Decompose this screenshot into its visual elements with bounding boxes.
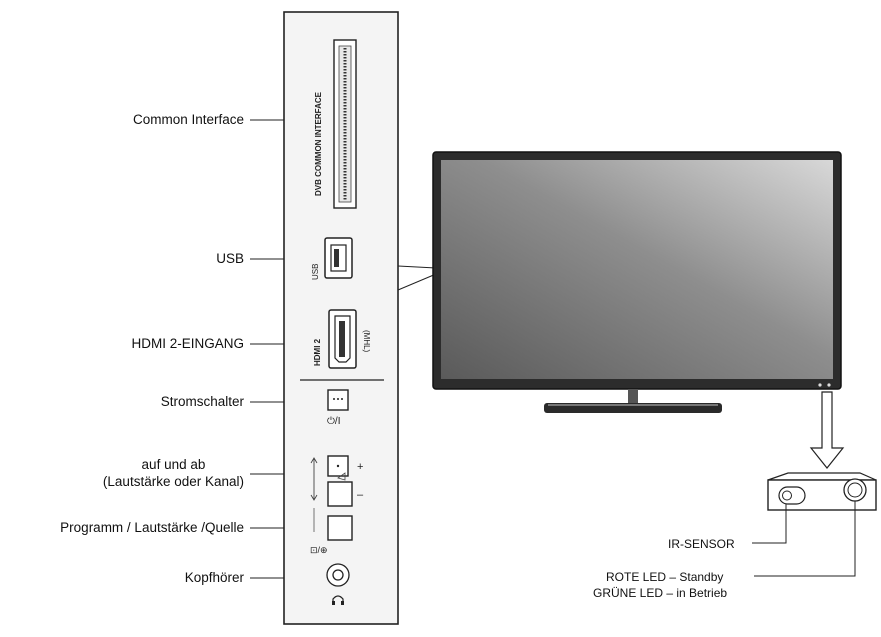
power-symbol: ⏻/I <box>327 416 340 427</box>
label-program-volume-source: Programm / Lautstärke /Quelle <box>60 520 244 535</box>
label-ir-sensor: IR-SENSOR <box>668 537 735 551</box>
tv-screen <box>441 160 833 379</box>
up-down-buttons[interactable]: + – <box>310 455 364 507</box>
leader-lines-right <box>752 501 856 577</box>
sensor-module <box>767 472 877 511</box>
dvb-slot-text: DVB COMMON INTERFACE <box>314 91 323 196</box>
mhl-text: (MHL) <box>362 330 371 353</box>
label-power-switch: Stromschalter <box>160 394 244 409</box>
headphone-jack[interactable] <box>326 563 350 605</box>
power-switch[interactable]: ⏻/I <box>327 389 349 427</box>
dvb-common-interface-slot: DVB COMMON INTERFACE <box>314 39 357 209</box>
headphone-icon <box>332 595 344 605</box>
label-up-down-line1: auf und ab <box>141 457 206 472</box>
label-up-down-line2: (Lautstärke oder Kanal) <box>102 474 244 489</box>
tv-stand-neck <box>628 389 638 403</box>
label-usb: USB <box>216 251 244 266</box>
label-common-interface: Common Interface <box>132 112 244 127</box>
usb-port[interactable]: USB <box>311 237 353 280</box>
television <box>432 151 842 413</box>
callout-wedge <box>397 265 437 291</box>
hdmi2-port-text: HDMI 2 <box>313 338 322 366</box>
usb-port-text: USB <box>311 264 320 280</box>
plus-symbol: + <box>357 461 363 473</box>
label-green-led: GRÜNE LED – in Betrieb <box>593 586 728 600</box>
minus-symbol: – <box>357 489 364 501</box>
program-source-button[interactable]: ⊡/⊕ <box>310 508 353 555</box>
leader-lines-left <box>250 119 284 579</box>
label-red-led: ROTE LED – Standby <box>606 570 724 584</box>
label-hdmi2: HDMI 2-EINGANG <box>131 336 244 351</box>
hdmi2-port[interactable]: HDMI 2 (MHL) <box>313 309 371 369</box>
sensor-arrow <box>809 391 845 469</box>
source-symbol: ⊡/⊕ <box>310 545 328 555</box>
tv-led-dot <box>827 383 831 387</box>
label-headphones: Kopfhörer <box>184 570 244 585</box>
label-up-down: auf und ab (Lautstärke oder Kanal) <box>103 456 244 490</box>
tv-sensor-dot <box>818 383 822 387</box>
tv-stand-base-highlight <box>548 404 718 406</box>
